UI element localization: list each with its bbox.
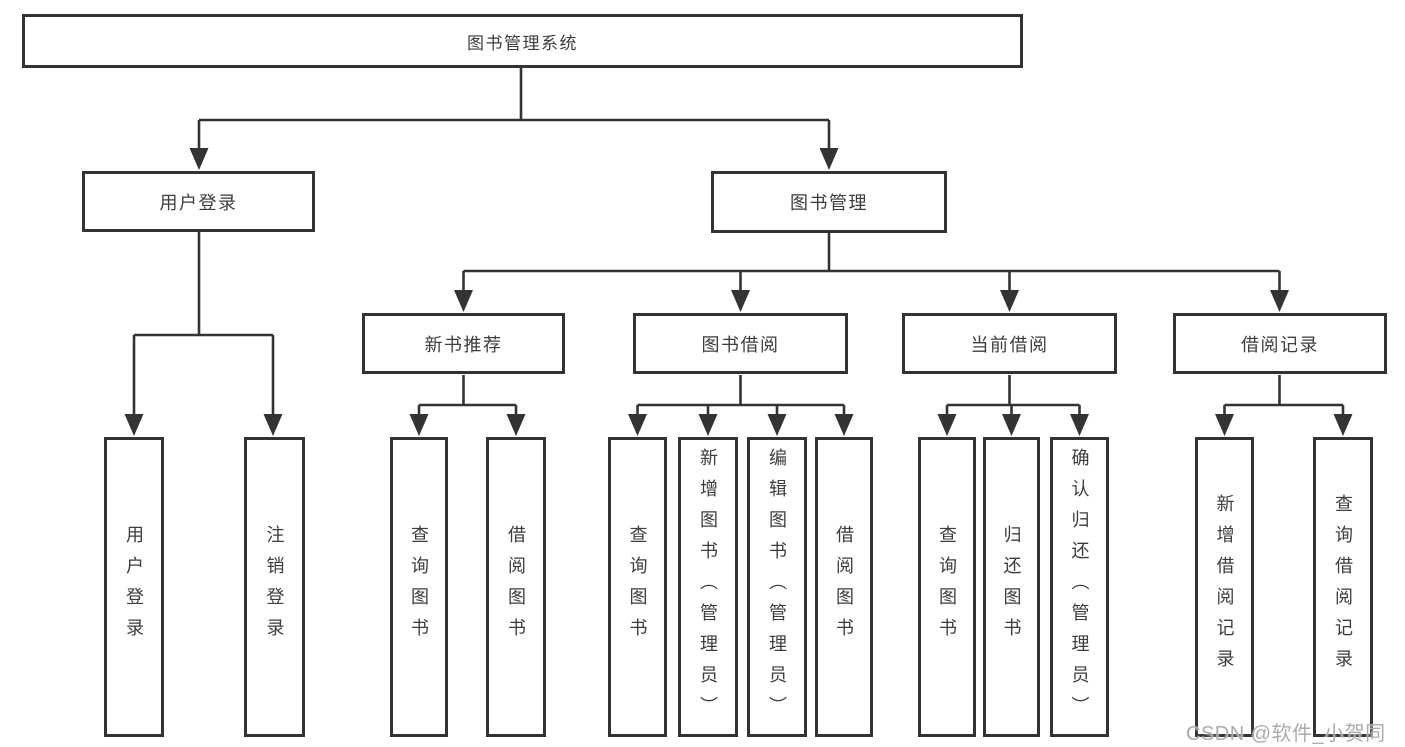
arrowhead-down-icon: [698, 414, 718, 436]
arrowhead-down-icon: [506, 414, 526, 436]
leaf-return-books: 归还图书: [983, 437, 1040, 737]
node-current-borrow: 当前借阅: [902, 313, 1117, 374]
node-book-management: 图书管理: [711, 171, 947, 233]
leaf-confirm-return-admin: 确认归还（管理员）: [1050, 437, 1109, 737]
leaf-newbooks-query-books-label: 查询图书: [409, 525, 429, 649]
arrowhead-down-icon: [731, 290, 750, 312]
node-book-borrow-label: 图书借阅: [701, 334, 780, 355]
node-book-borrow: 图书借阅: [633, 313, 848, 374]
arrowhead-down-icon: [189, 148, 209, 170]
arrowhead-down-icon: [1002, 414, 1021, 436]
leaf-add-borrow-record: 新增借阅记录: [1195, 437, 1254, 737]
arrowhead-down-icon: [1215, 414, 1234, 436]
leaf-query-borrow-record-label: 查询借阅记录: [1333, 494, 1353, 680]
arrowhead-down-icon: [834, 414, 854, 436]
arrowhead-down-icon: [767, 414, 787, 436]
leaf-logout-label: 注销登录: [264, 525, 285, 649]
arrowhead-down-icon: [263, 414, 283, 436]
leaf-current-query-books-label: 查询图书: [937, 525, 957, 649]
node-user-login: 用户登录: [82, 171, 315, 232]
arrowhead-down-icon: [409, 414, 429, 436]
leaf-borrow-query-books: 查询图书: [608, 437, 667, 737]
leaf-return-books-label: 归还图书: [1001, 525, 1022, 649]
node-borrow-records: 借阅记录: [1173, 313, 1387, 374]
arrowhead-down-icon: [1070, 414, 1089, 436]
node-current-borrow-label: 当前借阅: [970, 334, 1049, 355]
leaf-edit-books-admin: 编辑图书（管理员）: [747, 437, 807, 737]
leaf-edit-books-admin-label: 编辑图书（管理员）: [767, 447, 787, 727]
leaf-borrow-borrow-books: 借阅图书: [815, 437, 873, 737]
leaf-user-login: 用户登录: [104, 437, 164, 737]
leaf-logout: 注销登录: [244, 437, 305, 737]
leaf-newbooks-query-books: 查询图书: [390, 437, 448, 737]
leaf-confirm-return-admin-label: 确认归还（管理员）: [1069, 447, 1090, 727]
node-user-login-label: 用户登录: [159, 192, 238, 213]
leaf-current-query-books: 查询图书: [918, 437, 976, 737]
node-borrow-records-label: 借阅记录: [1241, 334, 1319, 355]
leaf-borrow-query-books-label: 查询图书: [627, 525, 648, 649]
leaf-add-books-admin-label: 新增图书（管理员）: [698, 447, 718, 727]
arrowhead-down-icon: [454, 290, 473, 312]
node-new-book-recommend-label: 新书推荐: [424, 334, 503, 355]
arrowhead-down-icon: [124, 414, 144, 436]
leaf-newbooks-borrow-books: 借阅图书: [486, 437, 546, 737]
node-book-management-label: 图书管理: [790, 193, 868, 213]
node-new-book-recommend: 新书推荐: [362, 313, 565, 374]
arrowhead-down-icon: [628, 414, 647, 436]
node-library-system: 图书管理系统: [22, 14, 1023, 68]
leaf-user-login-label: 用户登录: [124, 525, 144, 649]
arrowhead-down-icon: [819, 148, 839, 170]
leaf-borrow-borrow-books-label: 借阅图书: [834, 525, 854, 649]
arrowhead-down-icon: [1270, 290, 1289, 312]
arrowhead-down-icon: [1000, 290, 1019, 312]
csdn-watermark: CSDN @软件_小贺同学: [1186, 723, 1386, 745]
arrowhead-down-icon: [1333, 414, 1353, 436]
leaf-add-borrow-record-label: 新增借阅记录: [1214, 494, 1235, 680]
node-library-system-label: 图书管理系统: [467, 33, 578, 53]
leaf-add-books-admin: 新增图书（管理员）: [678, 437, 738, 737]
arrowhead-down-icon: [937, 414, 957, 436]
leaf-query-borrow-record: 查询借阅记录: [1313, 437, 1373, 737]
leaf-newbooks-borrow-books-label: 借阅图书: [506, 525, 526, 649]
